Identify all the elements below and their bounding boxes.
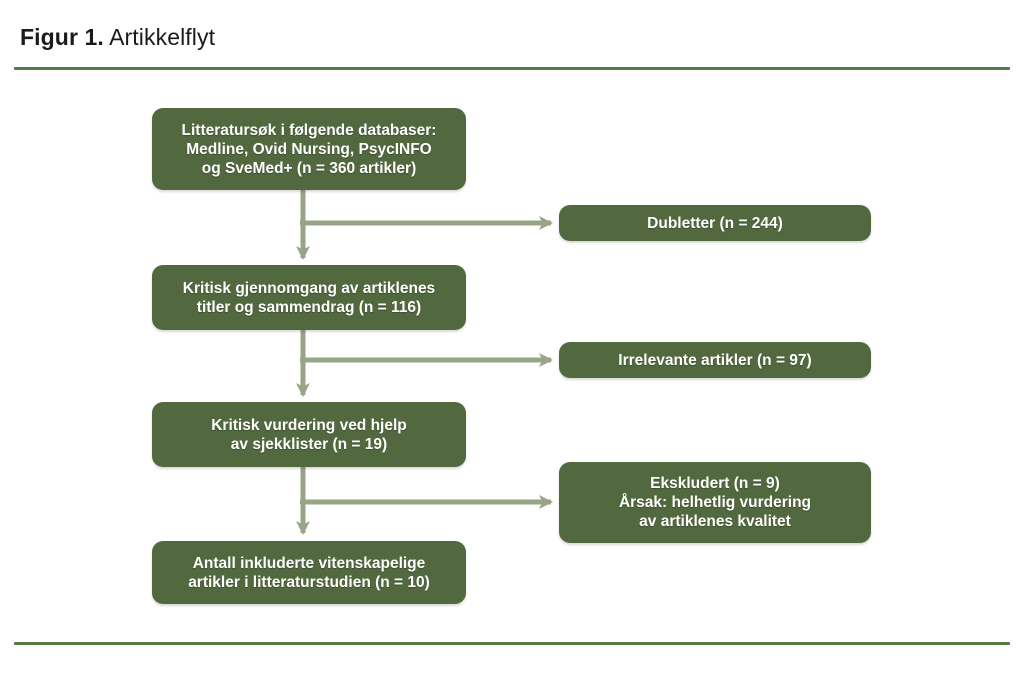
flow-box-checklist-assessment: Kritisk vurdering ved hjelp av sjekklist… [152,402,466,467]
flow-box-line: Irrelevante artikler (n = 97) [618,351,812,369]
flow-box-line: Årsak: helhetlig vurdering [618,494,812,511]
flow-box-line: artikler i litteraturstudien (n = 10) [188,573,430,591]
flow-box-line: Antall inkluderte vitenskapelige [192,554,426,572]
flow-box-irrelevant: Irrelevante artikler (n = 97) [559,342,871,378]
flow-box-line: Kritisk vurdering ved hjelp [211,416,407,434]
figure-number: Figur 1. [20,24,104,50]
flow-box-literature-search: Litteratursøk i følgende databaser: Medl… [152,108,466,190]
flow-box-line: og SveMed+ (n = 360 artikler) [201,159,417,177]
bottom-rule [14,642,1010,645]
flow-box-title-abstract-review: Kritisk gjennomgang av artiklenes titler… [152,265,466,330]
flow-box-line: titler og sammendrag (n = 116) [196,298,422,316]
flow-box-line: Kritisk gjennomgang av artiklenes [182,279,436,297]
flow-box-included-articles: Antall inkluderte vitenskapelige artikle… [152,541,466,604]
flow-box-duplicates: Dubletter (n = 244) [559,205,871,241]
top-rule [14,67,1010,70]
flow-box-line: Ekskludert (n = 9) [650,475,780,492]
flow-box-line: av artiklenes kvalitet [639,513,791,530]
flow-box-line: Litteratursøk i følgende databaser: [181,121,437,139]
flow-box-excluded-quality: Ekskludert (n = 9) Årsak: helhetlig vurd… [559,462,871,543]
flow-box-line: Medline, Ovid Nursing, PsycINFO [186,140,432,158]
figure-title: Figur 1. Artikkelflyt [20,24,215,51]
flow-box-line: Dubletter (n = 244) [647,214,783,232]
flow-box-line: av sjekklister (n = 19) [230,435,388,453]
figure-caption: Artikkelflyt [103,24,216,50]
